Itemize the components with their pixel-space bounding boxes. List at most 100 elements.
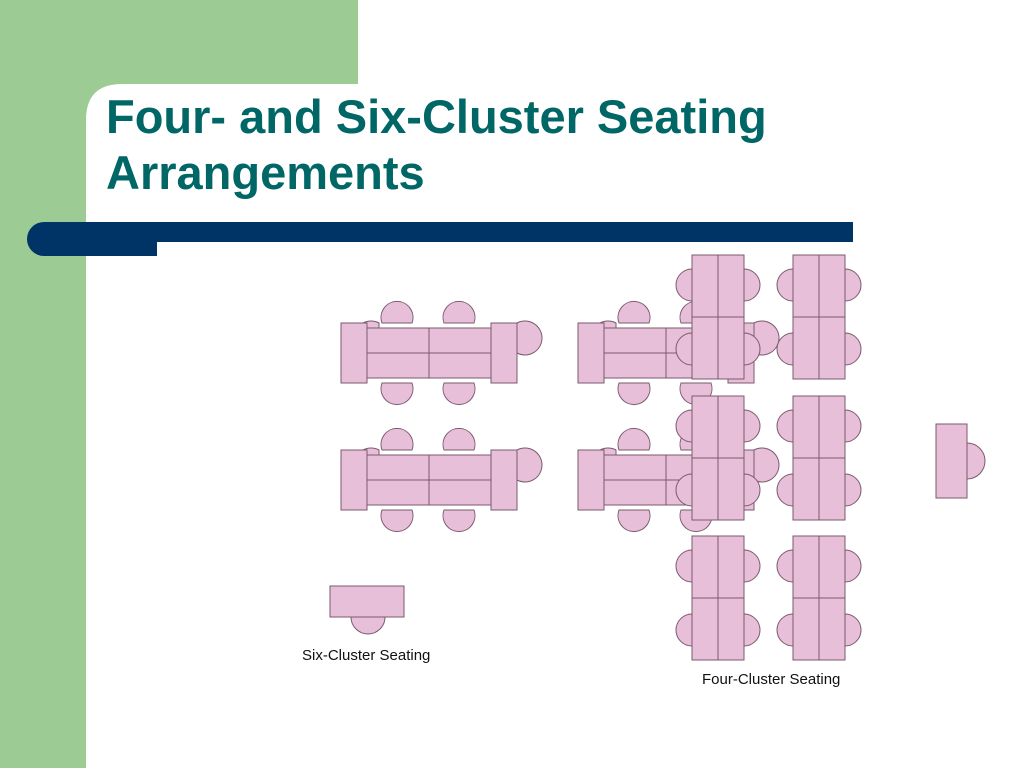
four-cluster-legend xyxy=(935,423,986,499)
desk xyxy=(818,316,846,380)
chair xyxy=(516,320,543,356)
chair xyxy=(743,409,761,443)
chair xyxy=(675,473,693,507)
desk xyxy=(577,322,605,384)
desk xyxy=(329,585,405,618)
chair xyxy=(743,473,761,507)
four-cluster-group xyxy=(776,395,862,521)
chair xyxy=(350,616,386,635)
chair xyxy=(442,301,476,324)
desk xyxy=(691,597,719,661)
chair xyxy=(380,428,414,451)
chair xyxy=(617,428,651,451)
green-top-panel xyxy=(0,0,358,768)
chair xyxy=(844,473,862,507)
chair xyxy=(442,509,476,532)
desk xyxy=(428,454,492,481)
chair xyxy=(844,613,862,647)
desk xyxy=(366,352,430,379)
chair xyxy=(776,268,794,302)
desk xyxy=(792,395,820,459)
desk xyxy=(717,457,745,521)
four-cluster-group xyxy=(776,535,862,661)
chair xyxy=(442,382,476,405)
chair xyxy=(380,301,414,324)
chair xyxy=(675,268,693,302)
desk xyxy=(818,395,846,459)
desk xyxy=(792,457,820,521)
four-cluster-group xyxy=(675,535,761,661)
desk xyxy=(935,423,968,499)
chair xyxy=(675,613,693,647)
desk xyxy=(792,316,820,380)
accent-bar xyxy=(27,222,853,256)
chair xyxy=(743,613,761,647)
desk xyxy=(691,535,719,599)
desk xyxy=(603,352,667,379)
chair xyxy=(776,613,794,647)
six-cluster-caption: Six-Cluster Seating xyxy=(302,647,431,664)
chair xyxy=(776,549,794,583)
desk xyxy=(366,479,430,506)
desk xyxy=(603,454,667,481)
desk xyxy=(603,479,667,506)
chair xyxy=(617,382,651,405)
slide-title-line-2: Arrangements xyxy=(106,146,425,199)
four-cluster-group xyxy=(675,254,761,380)
desk xyxy=(818,457,846,521)
six-cluster-group xyxy=(340,301,543,405)
chair xyxy=(753,447,780,483)
chair xyxy=(743,332,761,366)
desk xyxy=(691,457,719,521)
desk xyxy=(792,535,820,599)
desk xyxy=(603,327,667,354)
desk xyxy=(792,597,820,661)
chair xyxy=(776,332,794,366)
chair xyxy=(442,428,476,451)
chair xyxy=(844,268,862,302)
desk xyxy=(717,597,745,661)
chair xyxy=(844,549,862,583)
four-cluster-group xyxy=(776,254,862,380)
desk xyxy=(818,535,846,599)
six-cluster-group xyxy=(340,428,543,532)
six-cluster-legend xyxy=(329,585,405,635)
desk xyxy=(691,254,719,318)
chair xyxy=(675,409,693,443)
chair xyxy=(617,509,651,532)
four-cluster-caption: Four-Cluster Seating xyxy=(702,671,841,688)
desk xyxy=(428,479,492,506)
desk xyxy=(818,254,846,318)
desk xyxy=(691,395,719,459)
chair xyxy=(743,268,761,302)
four-cluster-diagram xyxy=(675,254,862,661)
desk xyxy=(490,322,518,384)
desk xyxy=(691,316,719,380)
slide-title-line-1: Four- and Six-Cluster Seating xyxy=(106,90,767,143)
desk xyxy=(428,327,492,354)
four-cluster-group xyxy=(675,395,761,521)
chair xyxy=(380,382,414,405)
desk xyxy=(340,449,368,511)
desk xyxy=(717,316,745,380)
chair xyxy=(844,409,862,443)
chair xyxy=(776,473,794,507)
desk xyxy=(717,395,745,459)
chair xyxy=(776,409,794,443)
chair xyxy=(617,301,651,324)
desk xyxy=(717,254,745,318)
chair xyxy=(675,549,693,583)
chair xyxy=(675,332,693,366)
desk xyxy=(490,449,518,511)
desk xyxy=(428,352,492,379)
chair xyxy=(516,447,543,483)
chair xyxy=(380,509,414,532)
desk xyxy=(366,327,430,354)
desk xyxy=(340,322,368,384)
chair xyxy=(844,332,862,366)
desk xyxy=(577,449,605,511)
chair xyxy=(966,442,986,480)
desk xyxy=(366,454,430,481)
